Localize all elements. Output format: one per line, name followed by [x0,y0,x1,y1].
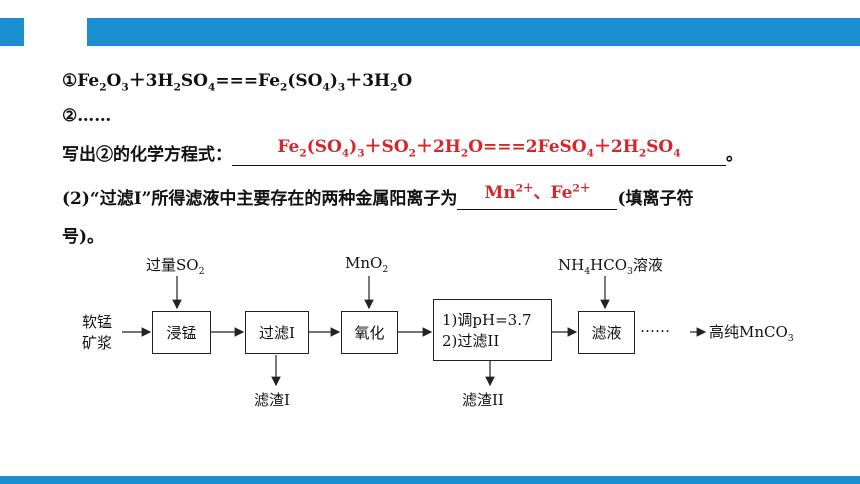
eq-sub: 2 [280,81,288,94]
box-filter-1: 过滤I [245,311,309,354]
box-filtrate: 滤液 [578,311,635,354]
reagent-mno2: MnO2 [345,254,389,275]
circle-number-1: ① [62,71,78,91]
header-bar [87,18,860,46]
reagent-nh4hco3: NH4HCO3溶液 [558,256,663,277]
footer-bar [0,476,860,484]
residue-1: 滤渣I [254,391,290,409]
eq-text: SO [180,71,208,91]
residue-2: 滤渣II [462,391,504,409]
eq-text: ＋3H [345,71,391,91]
eq-sub: 2 [390,81,398,94]
eq-sub: 4 [208,81,216,94]
equation-2: ②…… [62,106,112,126]
answer-1: Fe2(SO4)3＋SO2＋2H2O===2FeSO4＋2H2SO4 [277,137,681,160]
eq-sub: 4 [322,81,330,94]
eq-text: ) [329,71,338,91]
eq-sub: 3 [121,81,129,94]
eq-sub: 2 [99,81,107,94]
question-1-prefix: 写出②的化学方程式： [62,145,232,165]
eq-sub: 2 [173,81,181,94]
eq-text: ＋3H [128,71,174,91]
reagent-so2: 过量SO2 [146,256,205,277]
answer-1-blank: Fe2(SO4)3＋SO2＋2H2O===2FeSO4＋2H2SO4 [232,137,726,166]
product-mnco3: 高纯MnCO3 [709,323,794,344]
question-2-prefix: (2)“过滤Ⅰ”所得滤液中主要存在的两种金属阳离子为 [62,189,458,209]
continuation-dots: …… [640,318,670,336]
answer-2: Mn2＋、Fe2＋ [484,182,591,203]
box-filter-2-step: 2)过滤II [442,332,500,350]
box-oxidation: 氧化 [341,311,398,354]
question-1-suffix: 。 [726,145,743,165]
box-ph-step: 1)调pH=3.7 [442,311,532,329]
eq-sub: 3 [337,81,346,94]
question-2-suffix: (填离子符 [617,189,694,209]
question-2-line2: 号)。 [62,227,105,247]
raw-material-line1: 软锰 [82,313,113,331]
eq-text: Fe [77,71,100,91]
eq-text: O [106,71,122,91]
eq-text: O [397,71,413,91]
answer-2-blank: Mn2＋、Fe2＋ [457,182,618,210]
box-ph-filter-2: 1)调pH=3.7 2)过滤II [433,299,552,361]
header-accent-block [0,18,24,46]
question-1: 写出②的化学方程式： Fe2(SO4)3＋SO2＋2H2O===2FeSO4＋2H… [62,137,743,166]
eq-text: ===Fe [215,71,281,91]
equation-1: ①Fe2O3＋3H2SO4===Fe2(SO4)3＋3H2O [62,66,413,94]
raw-material-line2: 矿浆 [82,334,113,352]
question-2: (2)“过滤Ⅰ”所得滤液中主要存在的两种金属阳离子为 Mn2＋、Fe2＋ (填离子符 [62,182,694,210]
box-leaching: 浸锰 [152,311,211,354]
eq-text: (SO [287,71,323,91]
